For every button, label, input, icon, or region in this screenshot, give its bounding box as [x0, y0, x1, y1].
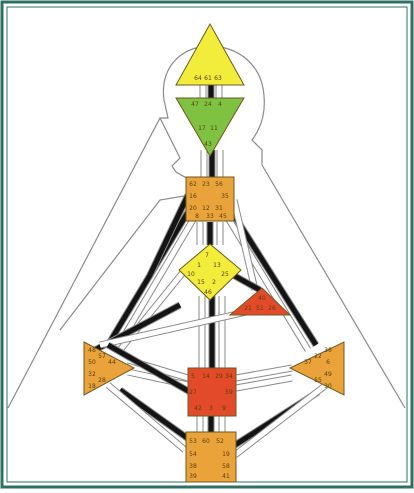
gate-number: 34 [225, 373, 233, 380]
gate-number: 33 [206, 213, 214, 220]
gate-number: 43 [204, 141, 212, 148]
gate-number: 47 [191, 101, 199, 108]
gate-number: 62 [189, 181, 197, 188]
gate-number: 25 [221, 271, 229, 278]
gate-number: 59 [225, 389, 233, 396]
gate-number: 42 [194, 405, 202, 412]
gate-number: 23 [202, 181, 210, 188]
gate-number: 16 [189, 193, 197, 200]
gate-number: 10 [187, 271, 195, 278]
gate-number: 18 [88, 383, 96, 390]
gate-number: 55 [314, 377, 322, 384]
gate-number: 49 [324, 371, 332, 378]
gate-number: 32 [88, 371, 96, 378]
gate-number: 15 [197, 279, 205, 286]
gate-number: 53 [189, 438, 197, 445]
gate-number: 54 [189, 451, 197, 458]
gate-number: 8 [195, 213, 199, 220]
gate-number: 19 [222, 451, 230, 458]
gate-number: 35 [221, 193, 229, 200]
gate-number: 51 [256, 305, 264, 312]
gate-number: 57 [98, 353, 106, 360]
gate-number: 48 [88, 347, 96, 354]
gate-number: 38 [189, 463, 197, 470]
gate-number: 22 [314, 353, 322, 360]
gate-number: 7 [205, 252, 209, 259]
gate-number: 9 [222, 405, 226, 412]
gate-number: 31 [215, 205, 223, 212]
gate-number: 1 [197, 262, 201, 269]
gate-number: 27 [189, 389, 197, 396]
gate-number: 30 [324, 383, 332, 390]
gate-number: 26 [268, 305, 276, 312]
gate-number: 52 [216, 438, 224, 445]
gate-number: 50 [88, 359, 96, 366]
gate-number: 46 [204, 289, 212, 296]
gate-number: 56 [215, 181, 223, 188]
gate-number: 63 [214, 75, 222, 82]
gate-number: 3 [209, 405, 213, 412]
gate-number: 20 [189, 205, 197, 212]
gate-number: 45 [219, 213, 227, 220]
gate-number: 21 [244, 305, 252, 312]
gate-number: 37 [304, 359, 312, 366]
gate-number: 5 [191, 373, 195, 380]
gate-number: 13 [213, 262, 221, 269]
gate-number: 17 [198, 125, 206, 132]
gate-number: 4 [218, 101, 222, 108]
gate-number: 29 [215, 373, 223, 380]
gate-number: 36 [324, 347, 332, 354]
gate-number: 61 [204, 75, 212, 82]
gate-number: 2 [212, 279, 216, 286]
gate-number: 11 [210, 125, 218, 132]
gate-number: 64 [194, 75, 202, 82]
gate-number: 58 [222, 463, 230, 470]
gate-number: 6 [326, 359, 330, 366]
gate-number: 28 [98, 377, 106, 384]
gate-number: 39 [189, 473, 197, 480]
gate-number: 12 [202, 205, 210, 212]
gate-number: 60 [202, 438, 210, 445]
gate-number: 14 [202, 373, 210, 380]
gate-number: 24 [204, 101, 212, 108]
gate-number: 40 [258, 295, 266, 302]
gate-number: 44 [108, 359, 116, 366]
gate-number: 41 [222, 473, 230, 480]
